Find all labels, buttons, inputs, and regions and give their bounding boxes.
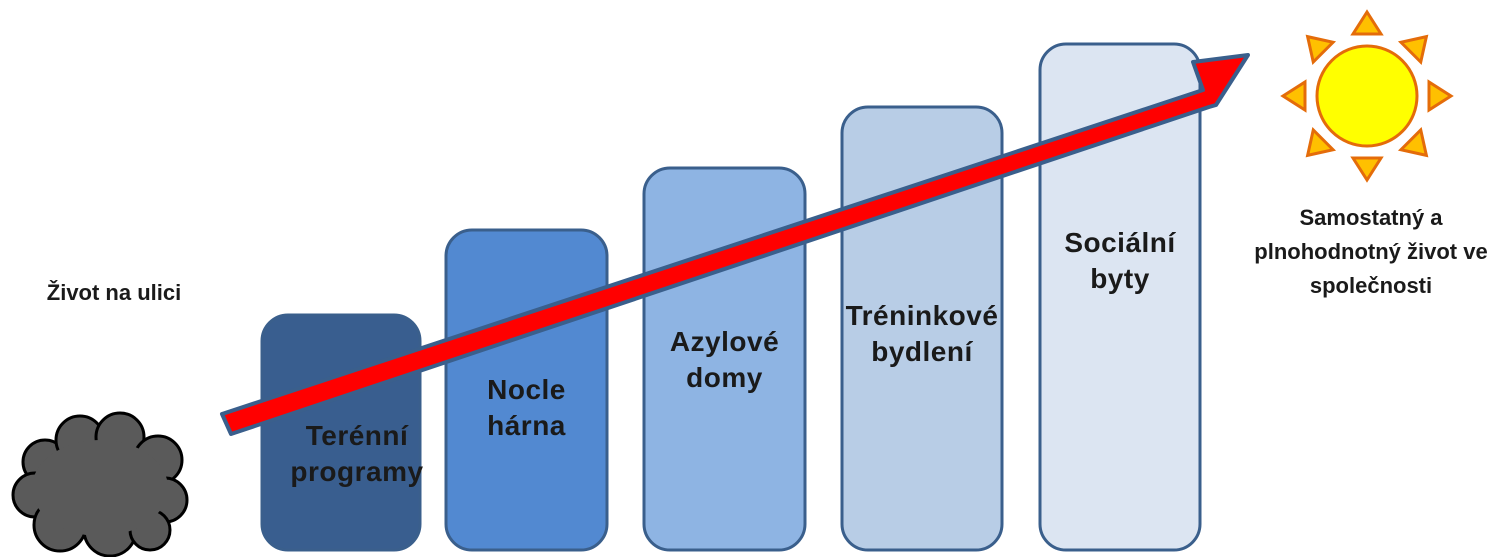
dark-cloud-icon [11,411,189,557]
sun-ray [1350,156,1384,183]
step-label-noclehrana: Nocle hárna [487,374,566,441]
sun-ray [1397,34,1429,66]
step-label-socialni-byty: Sociální byty [1064,227,1176,294]
sun-icon [1280,9,1454,183]
sun-ray [1280,79,1307,113]
step-box-socialni-byty [1038,42,1202,552]
start-label: Život na ulici [46,280,182,305]
step-label-terenni-programy: Terénní programy [290,420,424,487]
sun-ray [1305,34,1337,66]
sun-ray [1427,79,1454,113]
sun-disk [1315,44,1419,148]
goal-label: Samostatný a plnohodnotný život ve spole… [1254,205,1488,298]
progress-arrow-icon [220,53,1250,436]
sun-ray [1397,126,1429,158]
step-label-treninkove-bydleni: Tréninkové bydlení [845,300,999,367]
step-label-azylove-domy: Azylové domy [669,326,780,393]
sun-ray [1350,9,1384,36]
sun-ray [1305,126,1337,158]
